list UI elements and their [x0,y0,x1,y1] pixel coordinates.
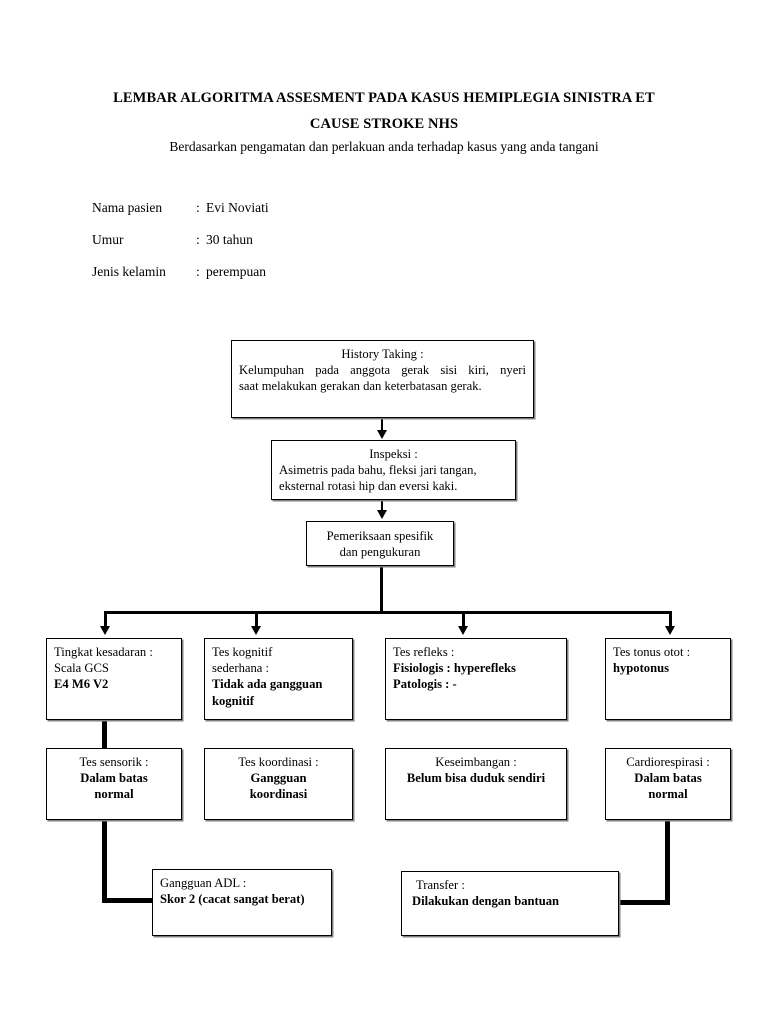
connector-distribution-bar [105,611,672,614]
page-title-line1: LEMBAR ALGORITMA ASSESMENT PADA KASUS HE… [113,90,655,106]
node-pemeriksaan-line2: dan pengukuran [339,545,421,560]
node-tingkat-kesadaran-value: E4 M6 V2 [54,677,109,692]
node-cardiorespirasi-heading: Cardiorespirasi : [626,755,710,769]
connector-cardio-to-transfer-horizontal [618,900,670,905]
node-gangguan-adl-heading: Gangguan ADL : [160,876,247,890]
page-subtitle: Berdasarkan pengamatan dan perlakuan and… [169,139,599,154]
connector-trunk-vertical [380,566,383,614]
node-keseimbangan-value-line1: Belum bisa duduk sendiri [406,771,546,786]
arrow-branch-3 [458,626,468,635]
node-tes-refleks-value-line2: Patologis : - [393,677,457,692]
connector-branch-drop-2 [255,611,258,629]
patient-info-row-name: Nama pasien : Evi Noviati [92,200,269,216]
node-tes-koordinasi-heading: Tes koordinasi : [238,755,319,769]
node-transfer-value: Dilakukan dengan bantuan [412,894,559,909]
node-tingkat-kesadaran: Tingkat kesadaran : Scala GCS E4 M6 V2 [46,638,182,720]
node-tes-sensorik: Tes sensorik : Dalam batas normal [46,748,182,820]
connector-inspeksi-to-pemeriksaan [381,500,383,512]
patient-gender-label: Jenis kelamin [92,264,166,279]
patient-gender-value: perempuan [206,264,266,279]
arrow-branch-1 [100,626,110,635]
arrow-inspeksi-to-pemeriksaan [377,510,387,519]
patient-info-block: Nama pasien : Evi Noviati Umur : 30 tahu… [92,200,269,296]
patient-name-separator: : [196,200,200,215]
node-tes-kognitif-subline: sederhana : [212,661,269,676]
connector-history-to-inspeksi [381,418,383,432]
node-tes-koordinasi-value-line2: koordinasi [249,787,308,802]
patient-age-separator: : [196,232,200,247]
patient-info-row-age: Umur : 30 tahun [92,232,269,248]
connector-branch-drop-4 [669,611,672,629]
node-keseimbangan: Keseimbangan : Belum bisa duduk sendiri [385,748,567,820]
node-inspeksi: Inspeksi : Asimetris pada bahu, fleksi j… [271,440,516,500]
node-pemeriksaan-line1: Pemeriksaan spesifik [326,529,434,543]
node-history-taking-body-line1: Kelumpuhan pada anggota gerak sisi kiri,… [239,363,526,378]
arrow-branch-2 [251,626,261,635]
node-gangguan-adl-value: Skor 2 (cacat sangat berat) [160,892,305,907]
node-history-taking: History Taking : Kelumpuhan pada anggota… [231,340,534,418]
node-tes-refleks: Tes refleks : Fisiologis : hyperefleks P… [385,638,567,720]
node-tingkat-kesadaran-heading: Tingkat kesadaran : [54,645,153,659]
patient-age-value: 30 tahun [206,232,253,247]
connector-sensorik-to-adl-vertical [102,820,107,903]
node-tes-tonus-otot-value: hypotonus [613,661,670,676]
connector-branch-drop-1 [104,611,107,629]
patient-info-row-gender: Jenis kelamin : perempuan [92,264,269,280]
node-tes-kognitif-value: Tidak ada gangguan kognitif [212,677,323,708]
patient-name-value: Evi Noviati [206,200,269,215]
node-transfer-heading: Transfer : [416,878,465,892]
connector-kesadaran-to-sensorik [102,720,107,748]
node-gangguan-adl: Gangguan ADL : Skor 2 (cacat sangat bera… [152,869,332,936]
node-history-taking-body-line2: saat melakukan gerakan dan keterbatasan … [239,379,482,394]
node-tes-koordinasi-value-line1: Gangguan [250,771,307,786]
node-tes-refleks-value-line1: Fisiologis : hyperefleks [393,661,516,676]
arrow-branch-4 [665,626,675,635]
patient-age-label: Umur [92,232,124,247]
node-tes-sensorik-heading: Tes sensorik : [79,755,149,769]
node-cardiorespirasi-value-line1: Dalam batas [634,771,702,786]
node-cardiorespirasi: Cardiorespirasi : Dalam batas normal [605,748,731,820]
node-tes-refleks-heading: Tes refleks : [393,645,455,659]
node-tes-sensorik-value-line1: Dalam batas [80,771,148,786]
node-inspeksi-heading: Inspeksi : [369,447,418,461]
connector-branch-drop-3 [462,611,465,629]
node-transfer: Transfer : Dilakukan dengan bantuan [401,871,619,936]
patient-gender-separator: : [196,264,200,279]
node-cardiorespirasi-value-line2: normal [648,787,688,802]
patient-name-label: Nama pasien [92,200,163,215]
page-title-line2: CAUSE STROKE NHS [309,116,459,132]
node-tes-tonus-otot-heading: Tes tonus otot : [613,645,691,659]
node-tes-kognitif: Tes kognitif sederhana : Tidak ada gangg… [204,638,353,720]
node-inspeksi-body-line2: eksternal rotasi hip dan eversi kaki. [279,479,458,494]
node-tes-tonus-otot: Tes tonus otot : hypotonus [605,638,731,720]
node-keseimbangan-heading: Keseimbangan : [435,755,517,769]
node-history-taking-heading: History Taking : [341,347,424,361]
node-tingkat-kesadaran-subline: Scala GCS [54,661,109,676]
page-title: LEMBAR ALGORITMA ASSESMENT PADA KASUS HE… [88,85,680,137]
node-tes-koordinasi: Tes koordinasi : Gangguan koordinasi [204,748,353,820]
node-tes-sensorik-value-line2: normal [94,787,134,802]
connector-cardio-to-transfer-vertical [665,820,670,905]
arrow-history-to-inspeksi [377,430,387,439]
node-pemeriksaan-spesifik: Pemeriksaan spesifik dan pengukuran [306,521,454,566]
node-tes-kognitif-heading: Tes kognitif [212,645,273,659]
node-inspeksi-body-line1: Asimetris pada bahu, fleksi jari tangan, [279,463,477,478]
connector-sensorik-to-adl-horizontal [102,898,156,903]
